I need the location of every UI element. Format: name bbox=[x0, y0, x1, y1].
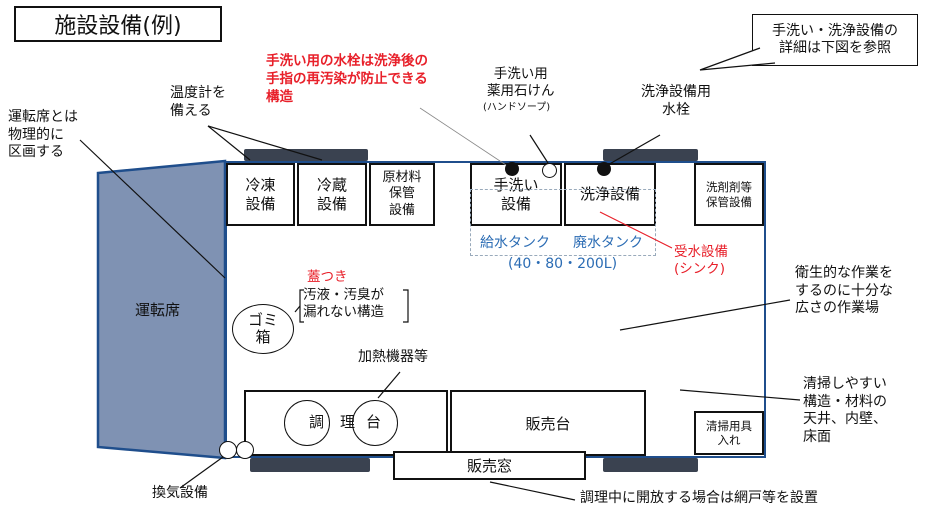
raw-material-storage: 原材料 保管 設備 bbox=[369, 163, 435, 226]
washing-faucet-icon bbox=[597, 162, 611, 176]
cook-char-3: 台 bbox=[366, 413, 382, 431]
raw-material-label: 原材料 保管 設備 bbox=[382, 170, 422, 218]
fridge-label: 冷蔵 設備 bbox=[316, 175, 347, 213]
screen-note-label: 調理中に開放する場合は網戸等を設置 bbox=[580, 490, 818, 506]
sink-label: 受水設備 (シンク) bbox=[674, 244, 728, 277]
reference-note: 手洗い・洗浄設備の 詳細は下図を参照 bbox=[752, 14, 918, 66]
trash-structure-label: 汚液・汚臭が 漏れない構造 bbox=[303, 287, 384, 320]
soap-sub-label: (ハンドソープ) bbox=[483, 102, 551, 113]
ventilation-fan-icon bbox=[219, 440, 259, 462]
handwash-faucet-icon bbox=[505, 162, 519, 176]
soap-dispenser-icon bbox=[542, 163, 557, 178]
reference-note-text: 手洗い・洗浄設備の 詳細は下図を参照 bbox=[772, 22, 898, 57]
detergent-storage: 洗剤剤等 保管設備 bbox=[694, 163, 764, 226]
ventilation-label: 換気設備 bbox=[152, 485, 208, 501]
cooking-heater-right bbox=[352, 400, 398, 446]
sales-window: 販売窓 bbox=[393, 451, 586, 480]
cook-char-1: 調 bbox=[309, 413, 325, 431]
wheel-rear-bottom bbox=[603, 458, 698, 472]
wheel-rear-top bbox=[603, 149, 698, 161]
sales-counter: 販売台 bbox=[450, 390, 646, 456]
detergent-label: 洗剤剤等 保管設備 bbox=[706, 180, 752, 209]
sales-counter-label: 販売台 bbox=[525, 414, 571, 433]
wheel-front-bottom bbox=[250, 458, 370, 472]
title-box: 施設設備(例) bbox=[14, 6, 222, 42]
trash-bin: ゴミ 箱 bbox=[232, 304, 294, 354]
thermometer-label: 温度計を 備える bbox=[170, 85, 226, 119]
sales-window-label: 販売窓 bbox=[466, 457, 512, 475]
fridge-unit: 冷蔵 設備 bbox=[297, 163, 367, 226]
driver-seat-label: 運転席 bbox=[135, 301, 181, 319]
lid-label: 蓋つき bbox=[307, 269, 348, 285]
wheel-front-top bbox=[244, 149, 368, 161]
heater-label: 加熱機器等 bbox=[358, 349, 428, 365]
waste-tank-label: 廃水タンク bbox=[573, 235, 643, 251]
tank-sizes-label: (40・80・200L) bbox=[508, 256, 618, 272]
driver-partition-label: 運転席とは 物理的に 区画する bbox=[8, 109, 78, 160]
freezer-unit: 冷凍 設備 bbox=[226, 163, 295, 226]
wash-faucet-label: 洗浄設備用 水栓 bbox=[641, 84, 711, 118]
cleaning-tools-label: 清掃用具 入れ bbox=[706, 418, 752, 447]
trash-label: ゴミ 箱 bbox=[247, 310, 278, 346]
soap-label: 手洗い用 薬用石けん bbox=[487, 66, 555, 99]
workspace-label: 衛生的な作業を するのに十分な 広さの作業場 bbox=[795, 265, 893, 316]
cooking-table bbox=[244, 390, 448, 456]
cleaning-tools-storage: 清掃用具 入れ bbox=[694, 411, 764, 455]
page-title: 施設設備(例) bbox=[54, 14, 182, 39]
water-tank-label: 給水タンク bbox=[480, 235, 550, 251]
cook-char-2: 理 bbox=[340, 413, 356, 431]
handwash-faucet-warning: 手洗い用の水栓は洗浄後の 手指の再汚染が防止できる 構造 bbox=[266, 53, 428, 105]
easy-clean-label: 清掃しやすい 構造・材料の 天井、内壁、 床面 bbox=[803, 376, 887, 445]
cooking-heater-left bbox=[284, 400, 330, 446]
freezer-label: 冷凍 設備 bbox=[245, 175, 276, 213]
